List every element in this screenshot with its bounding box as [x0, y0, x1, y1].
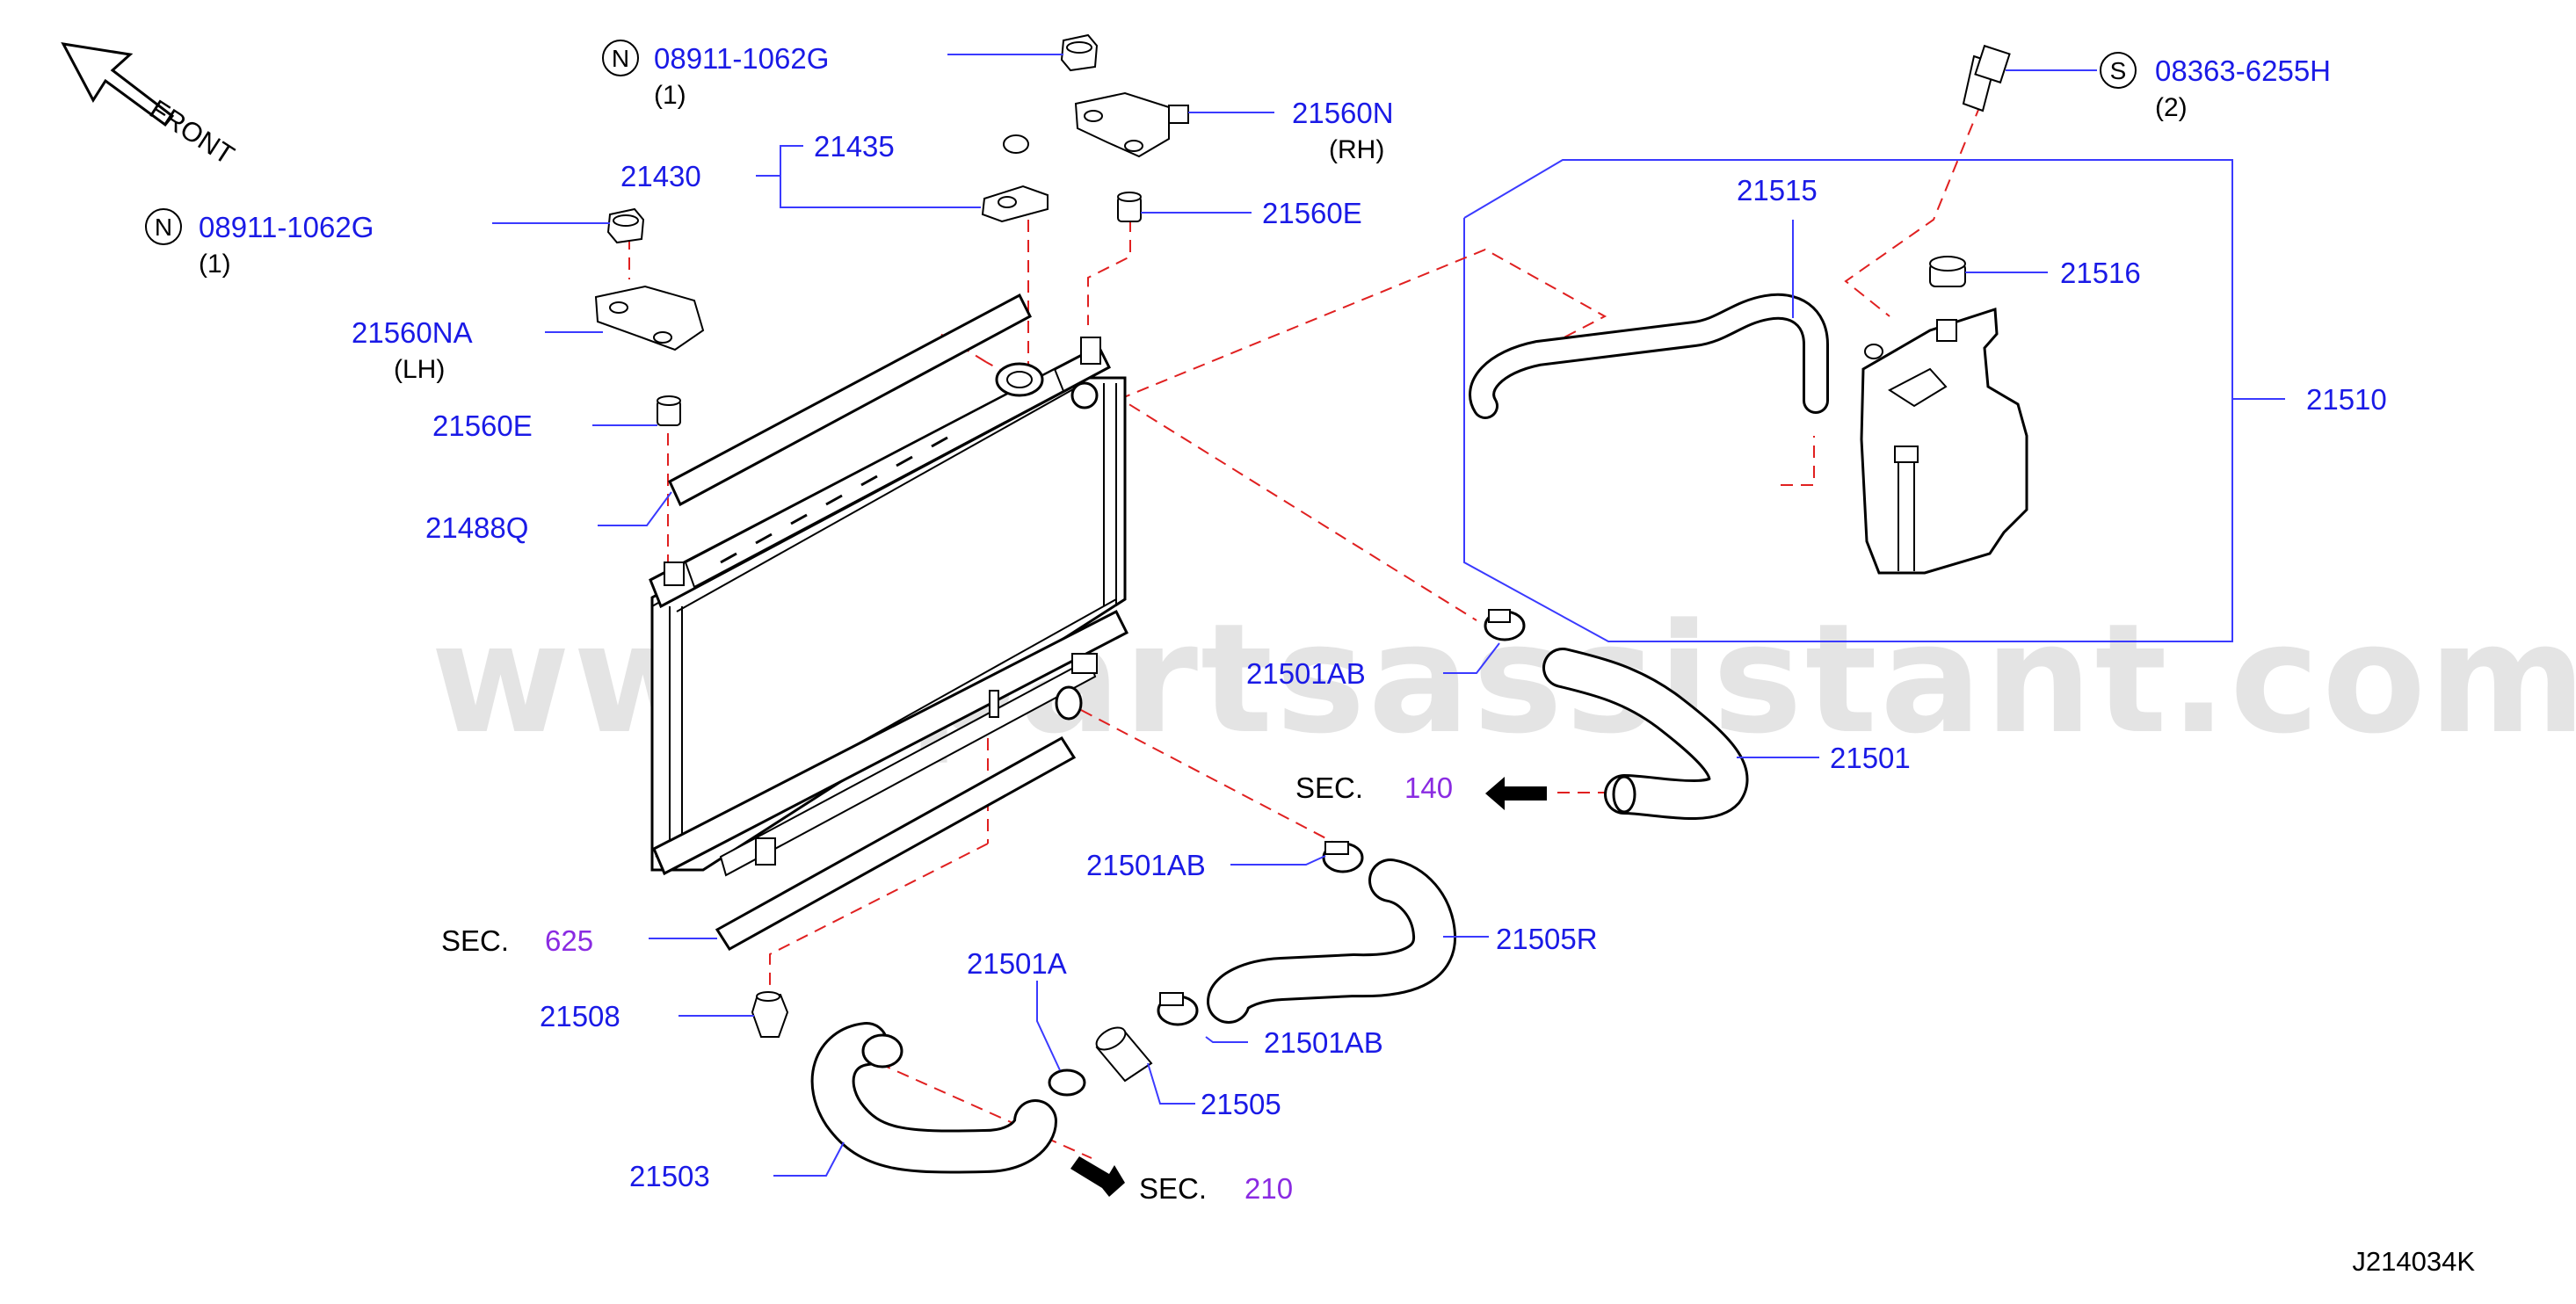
arrow-sec-210-icon: [1070, 1156, 1125, 1197]
part-21505[interactable]: 21505: [1201, 1088, 1281, 1120]
nut-left-icon: [606, 207, 645, 244]
part-21560E-left[interactable]: 21560E: [432, 409, 533, 442]
sec-210-label: SEC.: [1139, 1172, 1207, 1205]
part-08911-1062G-top[interactable]: 08911-1062G: [654, 42, 829, 75]
part-21503[interactable]: 21503: [629, 1160, 710, 1192]
upper-hose-21501: [1542, 648, 1749, 821]
part-08911-1062G-left[interactable]: 08911-1062G: [199, 211, 374, 243]
qty-08911-left: (1): [199, 250, 231, 279]
leader-lines: [492, 54, 2285, 1177]
reservoir-cap-icon: [1929, 256, 1966, 287]
part-08363-6255H[interactable]: 08363-6255H: [2155, 54, 2331, 87]
lower-seal-strip: [715, 736, 1077, 951]
part-21516[interactable]: 21516: [2060, 257, 2141, 289]
sec-625-number[interactable]: 625: [545, 924, 593, 957]
reservoir-group-outline: [1463, 159, 2233, 642]
part-21430[interactable]: 21430: [620, 160, 701, 192]
connector-pipe-21505: [1095, 1026, 1153, 1083]
symbol-s: [2100, 52, 2137, 89]
qty-08911-top: (1): [654, 81, 686, 110]
symbol-n-top: [602, 40, 639, 76]
bracket-lh-icon: [594, 285, 705, 351]
sec-140-label: SEC.: [1295, 772, 1363, 804]
symbol-s-letter: S: [2110, 57, 2127, 84]
part-21560N[interactable]: 21560N: [1292, 97, 1394, 129]
hose-clamp-4-icon: [1048, 1069, 1086, 1097]
part-21510[interactable]: 21510: [2306, 383, 2387, 416]
lower-hose-21503: [810, 1022, 1057, 1174]
drain-plug-icon: [751, 991, 789, 1038]
part-21505R[interactable]: 21505R: [1496, 923, 1598, 955]
part-21560NA[interactable]: 21560NA: [352, 316, 473, 349]
hose-clamp-3-icon: [1157, 992, 1199, 1026]
sec-625-label: SEC.: [441, 924, 509, 957]
reservoir-tank: [1860, 307, 2028, 575]
part-21501[interactable]: 21501: [1830, 742, 1911, 774]
symbol-n-left: [145, 208, 182, 245]
part-21501AB-lower[interactable]: 21501AB: [1264, 1026, 1383, 1059]
sec-140-number[interactable]: 140: [1404, 772, 1453, 804]
front-label: FRONT: [144, 94, 240, 171]
qty-08363: (2): [2155, 93, 2188, 122]
diagram-code: J214034K: [2352, 1246, 2475, 1277]
part-21501AB-upper[interactable]: 21501AB: [1246, 657, 1366, 690]
note-21560NA-lh: (LH): [394, 355, 445, 384]
symbol-n-left-letter: N: [155, 214, 172, 241]
grommet-top-icon: [1117, 192, 1142, 222]
bolt-icon: [1962, 44, 2011, 112]
bracket-rh-icon: [1074, 91, 1189, 158]
symbol-n-top-letter: N: [612, 45, 629, 72]
nut-top-icon: [1060, 33, 1099, 72]
overflow-hose: [1469, 293, 1829, 419]
grommet-left-icon: [657, 395, 681, 426]
note-21560N-rh: (RH): [1329, 135, 1384, 164]
part-21560E-top[interactable]: 21560E: [1262, 197, 1362, 229]
radiator-core: [649, 337, 1129, 877]
bracket-21430-icon: [981, 185, 1049, 223]
hose-clamp-1-icon: [1484, 609, 1526, 641]
part-21501A[interactable]: 21501A: [967, 947, 1067, 980]
part-21488Q[interactable]: 21488Q: [425, 511, 528, 544]
sec-210-number[interactable]: 210: [1244, 1172, 1293, 1205]
upper-seal-strip: [668, 293, 1032, 507]
washer-icon: [1003, 134, 1029, 154]
part-21515[interactable]: 21515: [1737, 174, 1818, 206]
arrow-sec-140-icon: [1485, 777, 1547, 810]
hose-clamp-2-icon: [1322, 841, 1364, 873]
lower-hose-21505R: [1207, 858, 1456, 1024]
part-21501AB-middle[interactable]: 21501AB: [1086, 849, 1206, 881]
front-arrow-icon: [61, 42, 175, 127]
part-21435[interactable]: 21435: [814, 130, 895, 163]
part-21508[interactable]: 21508: [540, 1000, 620, 1032]
